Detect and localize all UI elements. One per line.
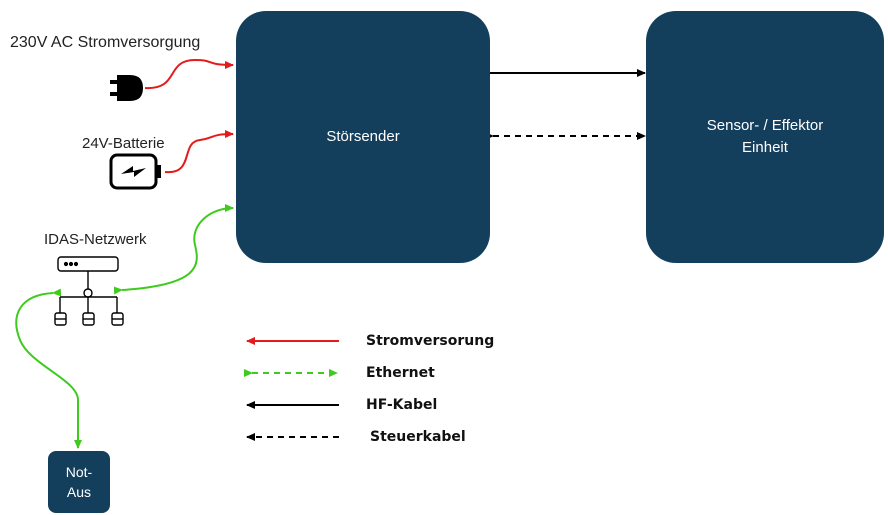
power-line-mains (144, 58, 234, 90)
ethernet-line-jammer (113, 204, 234, 295)
legend-control-text: Steuerkabel (370, 429, 466, 445)
legend-ethernet-text: Ethernet (366, 365, 435, 381)
power-source-label: 230V AC Stromversorgung (10, 34, 201, 51)
stoersender-label: Störsender (326, 128, 400, 145)
power-line-battery (164, 130, 234, 174)
ethernet-line-not-aus (15, 288, 82, 449)
legend-power-text: Stromversorung (366, 333, 495, 349)
not-aus-label: Not- Aus (65, 464, 93, 500)
stoersender-box: Störsender (236, 11, 490, 263)
network-label: IDAS-Netzwerk (44, 231, 147, 248)
not-aus-box: Not- Aus (48, 451, 110, 513)
sensor-effektor-label: Sensor- / Effektor Einheit (706, 117, 824, 156)
battery-icon (109, 153, 161, 190)
sensor-effektor-box: Sensor- / Effektor Einheit (646, 11, 884, 263)
plug-icon (110, 75, 143, 101)
legend-hf-text: HF-Kabel (366, 397, 438, 413)
network-switch-icon (54, 256, 124, 326)
battery-label: 24V-Batterie (82, 135, 165, 152)
